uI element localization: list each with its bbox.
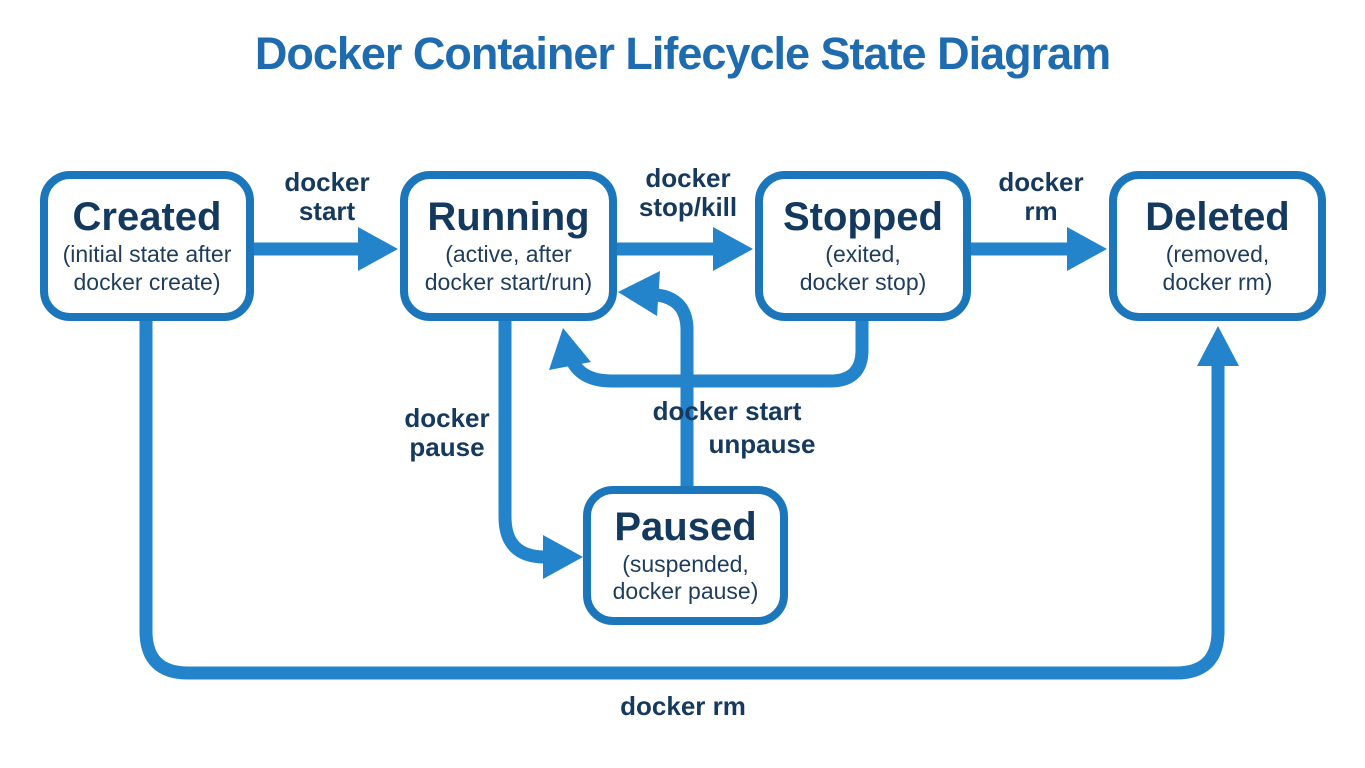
state-running-subtitle: (active, after docker start/run) <box>424 241 593 295</box>
state-deleted-name: Deleted <box>1145 195 1290 240</box>
state-paused-name: Paused <box>614 504 757 549</box>
state-paused-subtitle: (suspended, docker pause) <box>612 550 759 604</box>
state-stopped-subtitle: (exited, docker stop) <box>799 241 927 295</box>
state-deleted: Deleted (removed, docker rm) <box>1109 171 1326 321</box>
state-deleted-subtitle: (removed, docker rm) <box>1162 241 1273 295</box>
state-created: Created (initial state after docker crea… <box>40 171 254 321</box>
edge-label-docker-start: docker start <box>284 167 370 227</box>
edge-stopped-running <box>562 320 869 388</box>
state-running: Running (active, after docker start/run) <box>400 171 617 321</box>
arrowhead-stopped-deleted <box>1067 227 1107 271</box>
page-title: Docker Container Lifecycle State Diagram <box>254 28 1111 79</box>
state-running-name: Running <box>427 195 590 240</box>
edge-label-docker-rm: docker rm <box>998 167 1084 227</box>
edge-label-docker-start-restart: docker start <box>652 396 802 426</box>
arrowhead-created-running <box>358 227 398 271</box>
edge-label-docker-stop-kill: docker stop/kill <box>638 163 738 223</box>
edge-running-paused <box>498 318 546 564</box>
arrowhead-running-paused <box>543 535 583 579</box>
arrowhead-created-deleted <box>1197 326 1239 366</box>
edge-created-deleted <box>139 318 1225 680</box>
state-created-subtitle: (initial state after docker create) <box>62 241 232 295</box>
edge-paused-running <box>655 288 694 488</box>
state-stopped: Stopped (exited, docker stop) <box>755 171 971 321</box>
state-stopped-name: Stopped <box>783 195 943 240</box>
edge-label-unpause: unpause <box>708 429 816 459</box>
arrowhead-running-stopped <box>713 227 753 271</box>
edge-label-docker-pause: docker pause <box>404 403 490 463</box>
arrowhead-stopped-running <box>549 328 591 370</box>
state-created-name: Created <box>72 195 222 240</box>
edge-label-docker-rm-bottom: docker rm <box>620 691 746 721</box>
state-paused: Paused (suspended, docker pause) <box>583 486 788 625</box>
arrowhead-paused-running <box>618 271 660 316</box>
